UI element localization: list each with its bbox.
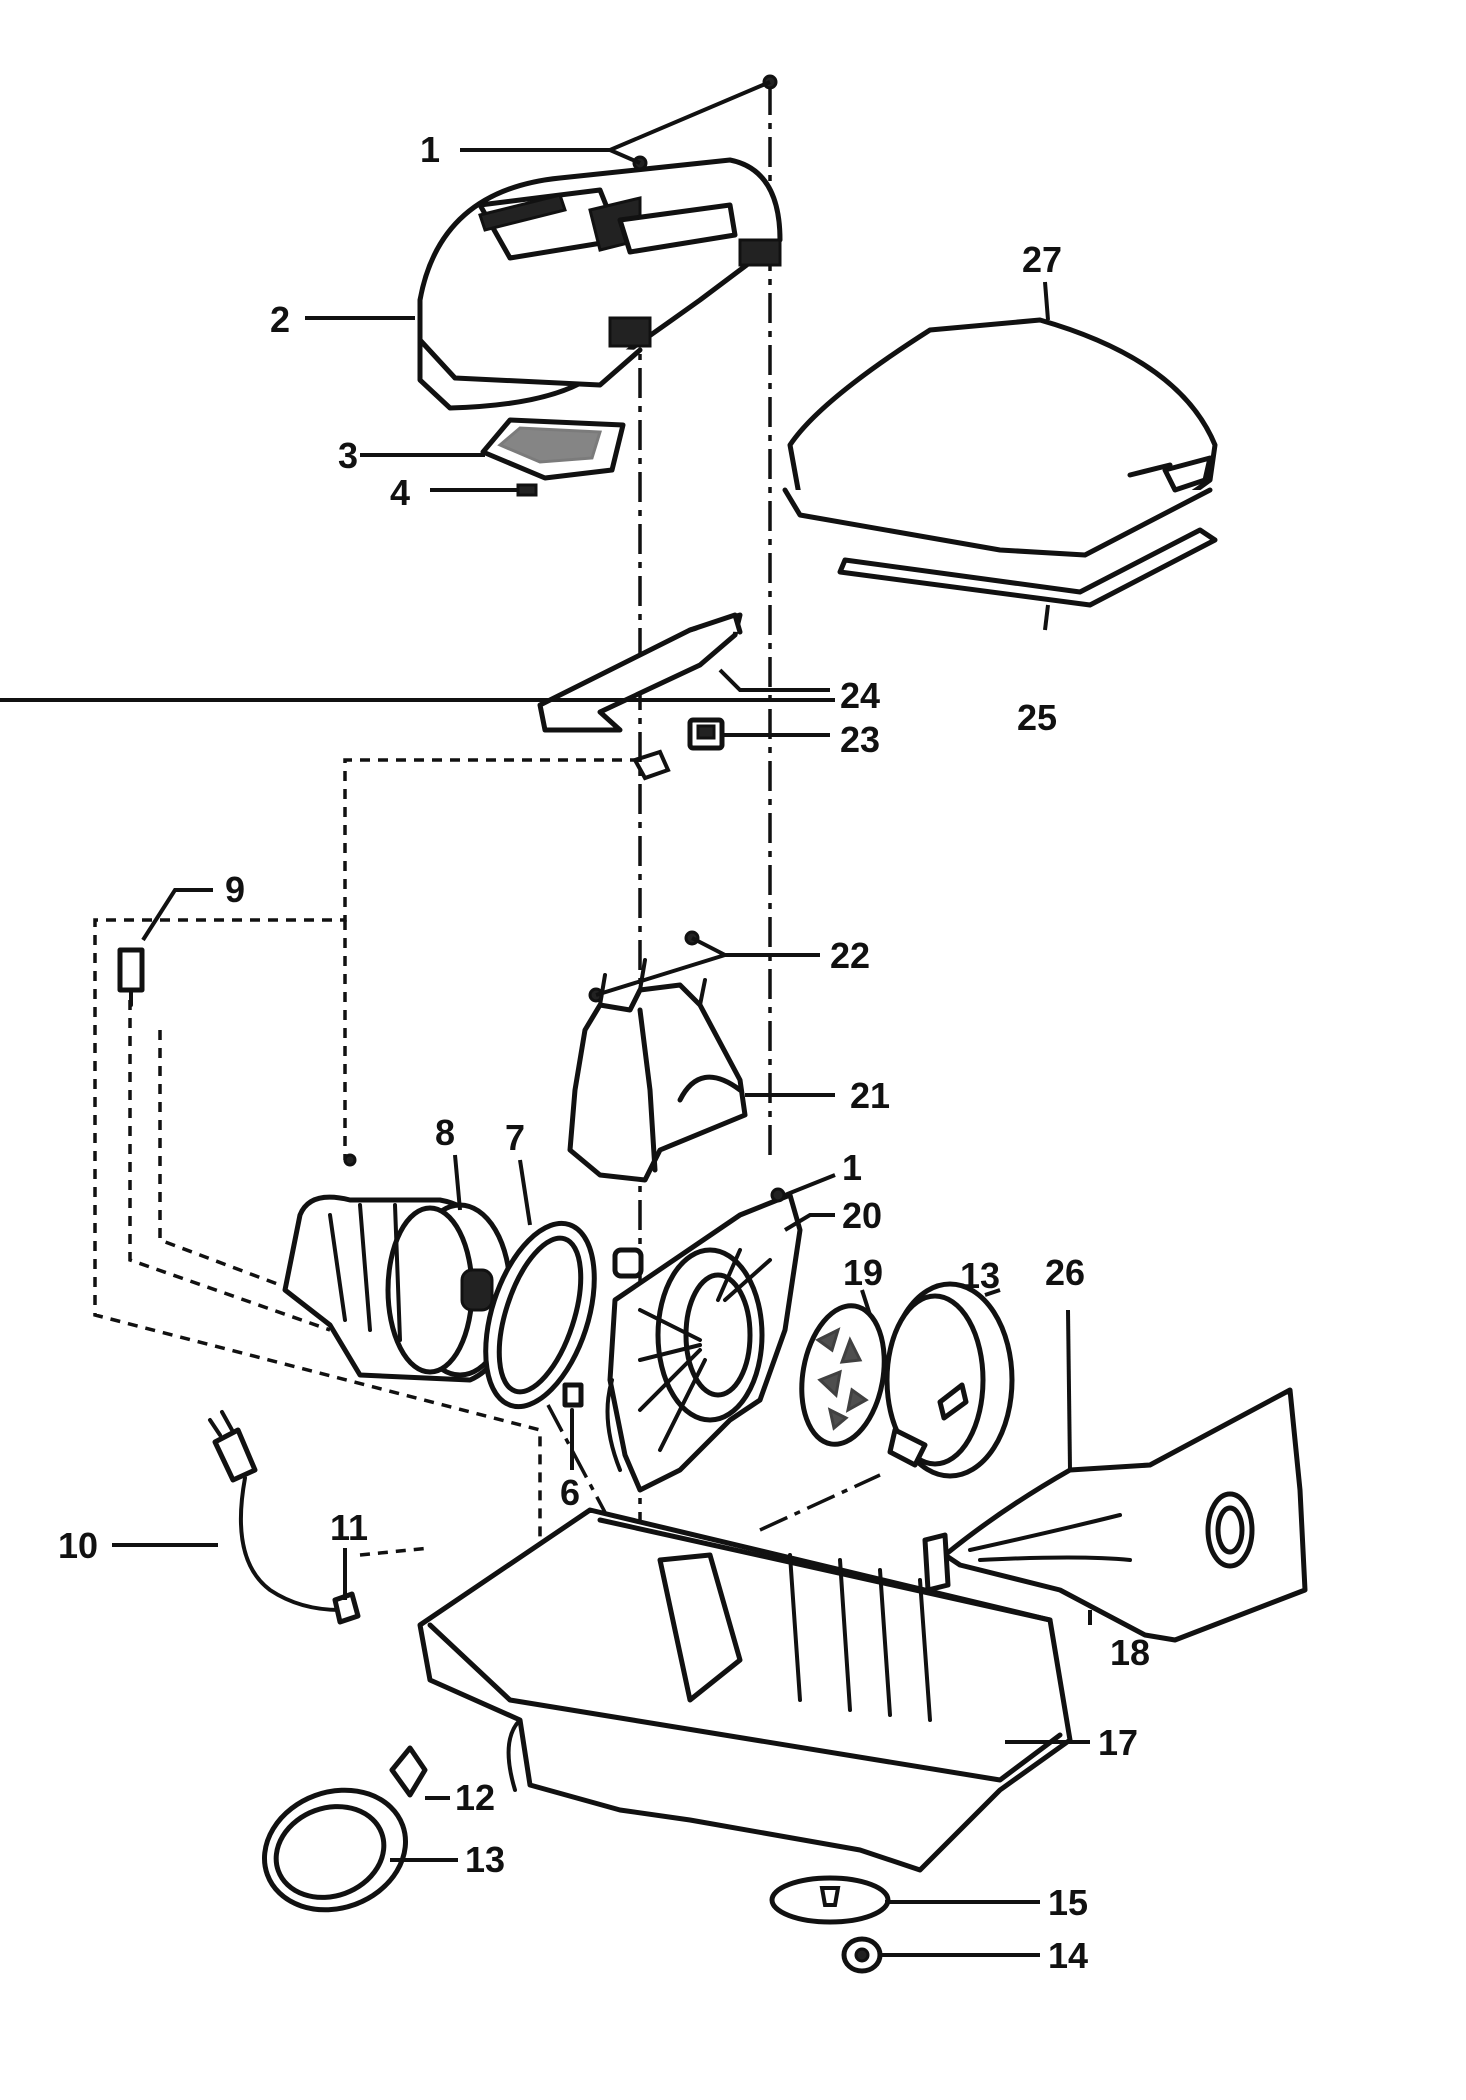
power-switch (687, 717, 725, 751)
motor-gasket-ring (483, 1220, 597, 1410)
pin (562, 1382, 584, 1457)
callout-3: 3 (338, 435, 358, 476)
callout-21: 21 (850, 1075, 890, 1116)
leader-lines (0, 80, 1092, 1957)
callout-12: 12 (455, 1777, 495, 1818)
wire-connector (117, 947, 145, 1007)
callout-25: 25 (1017, 697, 1057, 738)
callout-15: 15 (1048, 1882, 1088, 1923)
switch-terminals (632, 749, 671, 781)
callout-14: 14 (1048, 1935, 1088, 1976)
wheel-left (261, 1787, 409, 1913)
callout-24: 24 (840, 675, 880, 716)
callout-2: 2 (270, 299, 290, 340)
wheel-right (884, 1281, 1015, 1479)
callout-1-mid: 1 (842, 1147, 862, 1188)
callout-20: 20 (842, 1195, 882, 1236)
caster-plate (769, 1875, 891, 1925)
wheel-bracket (389, 1745, 428, 1798)
motor-bracket (567, 958, 748, 1183)
base-housing (417, 1507, 1073, 1873)
callout-6: 6 (560, 1472, 580, 1513)
circuit-board (480, 417, 626, 481)
dust-bag (942, 1387, 1308, 1643)
fan-housing (605, 1187, 803, 1493)
top-cover (417, 157, 783, 411)
lid-gasket (837, 527, 1218, 608)
callout-8: 8 (435, 1112, 455, 1153)
power-cord (208, 1410, 342, 1612)
bag-cover-lid (782, 317, 1218, 558)
motor-filter (799, 1303, 887, 1447)
callout-26: 26 (1045, 1252, 1085, 1293)
callout-19: 19 (843, 1252, 883, 1293)
motor-assembly (282, 1153, 513, 1383)
callout-9: 9 (225, 869, 245, 910)
callout-10: 10 (58, 1525, 98, 1566)
callout-13-left: 13 (465, 1839, 505, 1880)
callout-labels: 1 2 3 4 27 24 25 23 9 22 21 8 7 1 20 19 … (58, 129, 1150, 1976)
callout-18: 18 (1110, 1632, 1150, 1673)
callout-1-top: 1 (420, 129, 440, 170)
small-clip (516, 483, 538, 497)
callout-23: 23 (840, 719, 880, 760)
callout-27: 27 (1022, 239, 1062, 280)
callout-7: 7 (505, 1117, 525, 1158)
callout-11: 11 (330, 1507, 368, 1548)
callout-13-right: 13 (960, 1255, 1000, 1296)
wiring-harness (93, 758, 640, 1690)
callout-4: 4 (390, 472, 410, 513)
bag-clip (922, 1532, 951, 1593)
callout-17: 17 (1098, 1722, 1138, 1763)
callout-22: 22 (830, 935, 870, 976)
caster-wheel (841, 1936, 883, 1974)
